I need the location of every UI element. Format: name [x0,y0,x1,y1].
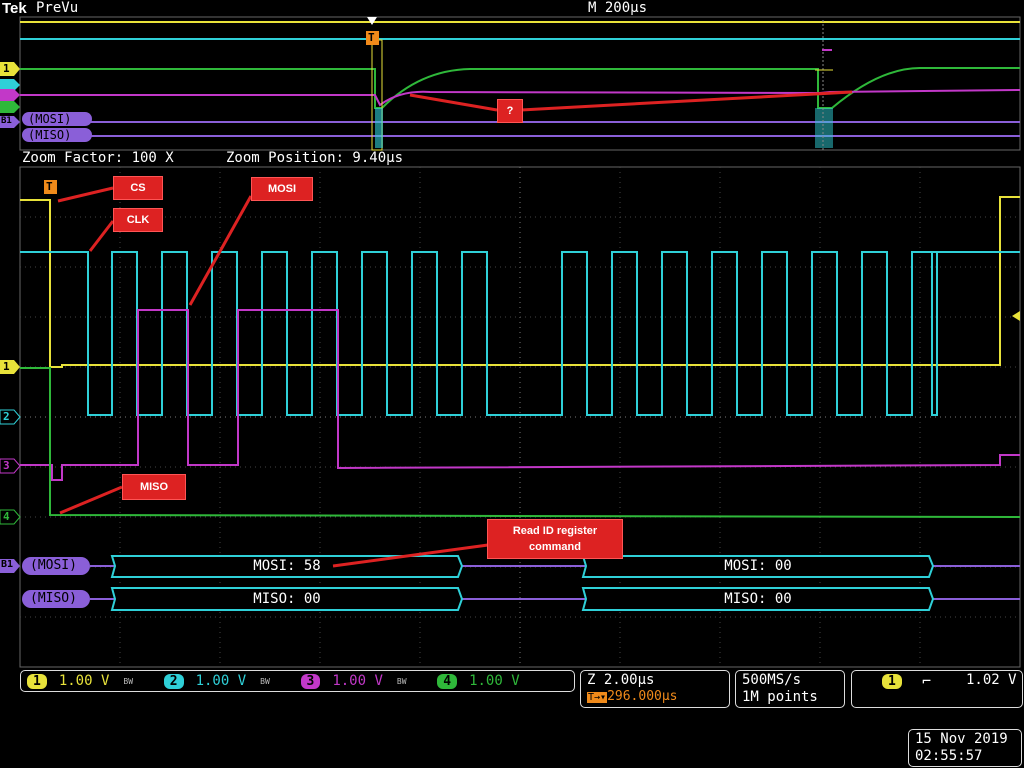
ch4-ground-marker[interactable]: 4 [3,510,10,523]
annotation-read-id-line2: command [529,541,581,553]
overview-bus-b1-marker[interactable]: B1 [1,116,12,126]
trigger-markers [44,31,379,194]
ch1-cs-trace [20,196,1020,368]
bandwidth-limit-icon: BW [396,676,407,686]
vertical-settings-panel[interactable]: 1 1.00 V BW 2 1.00 V BW 3 1.00 V BW 4 1.00 V [20,670,575,692]
channel-markers [0,62,92,608]
acquisition-panel[interactable]: 500MS/s 1M points [735,670,845,708]
ch1-ground-marker[interactable]: 1 [3,360,10,373]
ch4-badge: 4 [437,673,458,689]
trigger-level-arrow [1012,311,1020,321]
trigger-position: T→▾296.000µs [587,689,678,704]
ch1-volts-per-div: 1.00 V [58,673,110,689]
ch4-scale-readout[interactable]: 4 1.00 V [437,673,574,689]
ch4-miso-trace [20,367,1021,518]
mosi-packet-1-text: MOSI: 58 [253,558,321,574]
date: 15 Nov 2019 [915,731,1008,747]
mosi-bus-label: (MOSI) [30,558,77,573]
overview-traces [20,17,1021,151]
acquisition-mode: PreVu [36,0,79,16]
falling-edge-icon: ⌐ [922,672,932,690]
mosi-packet-2-text: MOSI: 00 [724,558,792,574]
bandwidth-limit-icon: BW [123,676,134,686]
miso-packet-2 [581,587,935,611]
mosi-packet-2 [581,555,935,578]
overview-miso-label: (MISO) [28,128,72,142]
overview-ch3-trace [20,89,1021,107]
record-length: 1M points [742,689,818,705]
trigger-position-arrow [367,17,377,25]
annotation-read-id-line1: Read ID register [512,525,598,537]
ch2-volts-per-div: 1.00 V [195,673,247,689]
ch2-ground-marker[interactable]: 2 [3,410,10,423]
ch3-volts-per-div: 1.00 V [332,673,383,689]
ch3-mosi-trace [20,309,1020,481]
zoom-factor-label: Zoom Factor: 100 X [22,150,174,166]
ch3-badge: 3 [300,673,321,689]
trigger-position-value: 296.000µs [607,689,678,704]
miso-packet-1 [110,587,464,611]
trigger-position-icon: T→▾ [587,692,608,703]
ch2-badge: 2 [163,673,184,689]
ch3-ground-marker[interactable]: 3 [3,459,10,472]
sample-rate: 500MS/s [742,672,802,688]
miso-packet-1-text: MISO: 00 [253,591,321,607]
overview-trigger-marker: T [368,31,375,44]
ch1-scale-readout[interactable]: 1 1.00 V BW [27,673,164,689]
overview-graticule [19,16,1021,151]
annotation-cs: CS [113,176,163,200]
ch2-scale-readout[interactable]: 2 1.00 V BW [163,673,301,689]
overview-ch1-marker[interactable]: 1 [3,62,10,75]
annotation-arrows [57,90,853,568]
annotation-miso: MISO [122,474,186,500]
annotation-clk: CLK [113,208,163,232]
main-trigger-marker: T [46,180,53,193]
trigger-settings-panel[interactable]: 1 ⌐ 1.02 V [851,670,1023,708]
ch3-scale-readout[interactable]: 3 1.00 V BW [300,673,438,689]
miso-packet-2-text: MISO: 00 [724,591,792,607]
annotation-mosi: MOSI [251,177,313,201]
miso-bus-label: (MISO) [30,591,77,606]
bus-b1-marker[interactable]: B1 [1,559,14,570]
zoom-position-label: Zoom Position: 9.40µs [226,150,404,166]
overview-mosi-label: (MOSI) [28,112,72,126]
timebase-label: M 200µs [588,0,648,16]
annotation-read-id: Read ID register command [487,519,623,559]
trigger-source-badge: 1 [882,674,902,689]
time: 02:55:57 [915,748,983,764]
brand-logo: Tek [2,0,27,17]
ch4-volts-per-div: 1.00 V [469,673,520,689]
bandwidth-limit-icon: BW [260,676,270,686]
ch2-clk-trace [20,251,1020,416]
zoom-scale: Z 2.00µs [587,672,655,688]
trigger-level: 1.02 V [966,672,1017,688]
annotation-question: ? [497,99,523,123]
horizontal-settings-panel[interactable]: Z 2.00µs T→▾296.000µs [580,670,730,708]
ch1-badge: 1 [27,673,47,689]
datetime-panel: 15 Nov 2019 02:55:57 [908,729,1022,767]
